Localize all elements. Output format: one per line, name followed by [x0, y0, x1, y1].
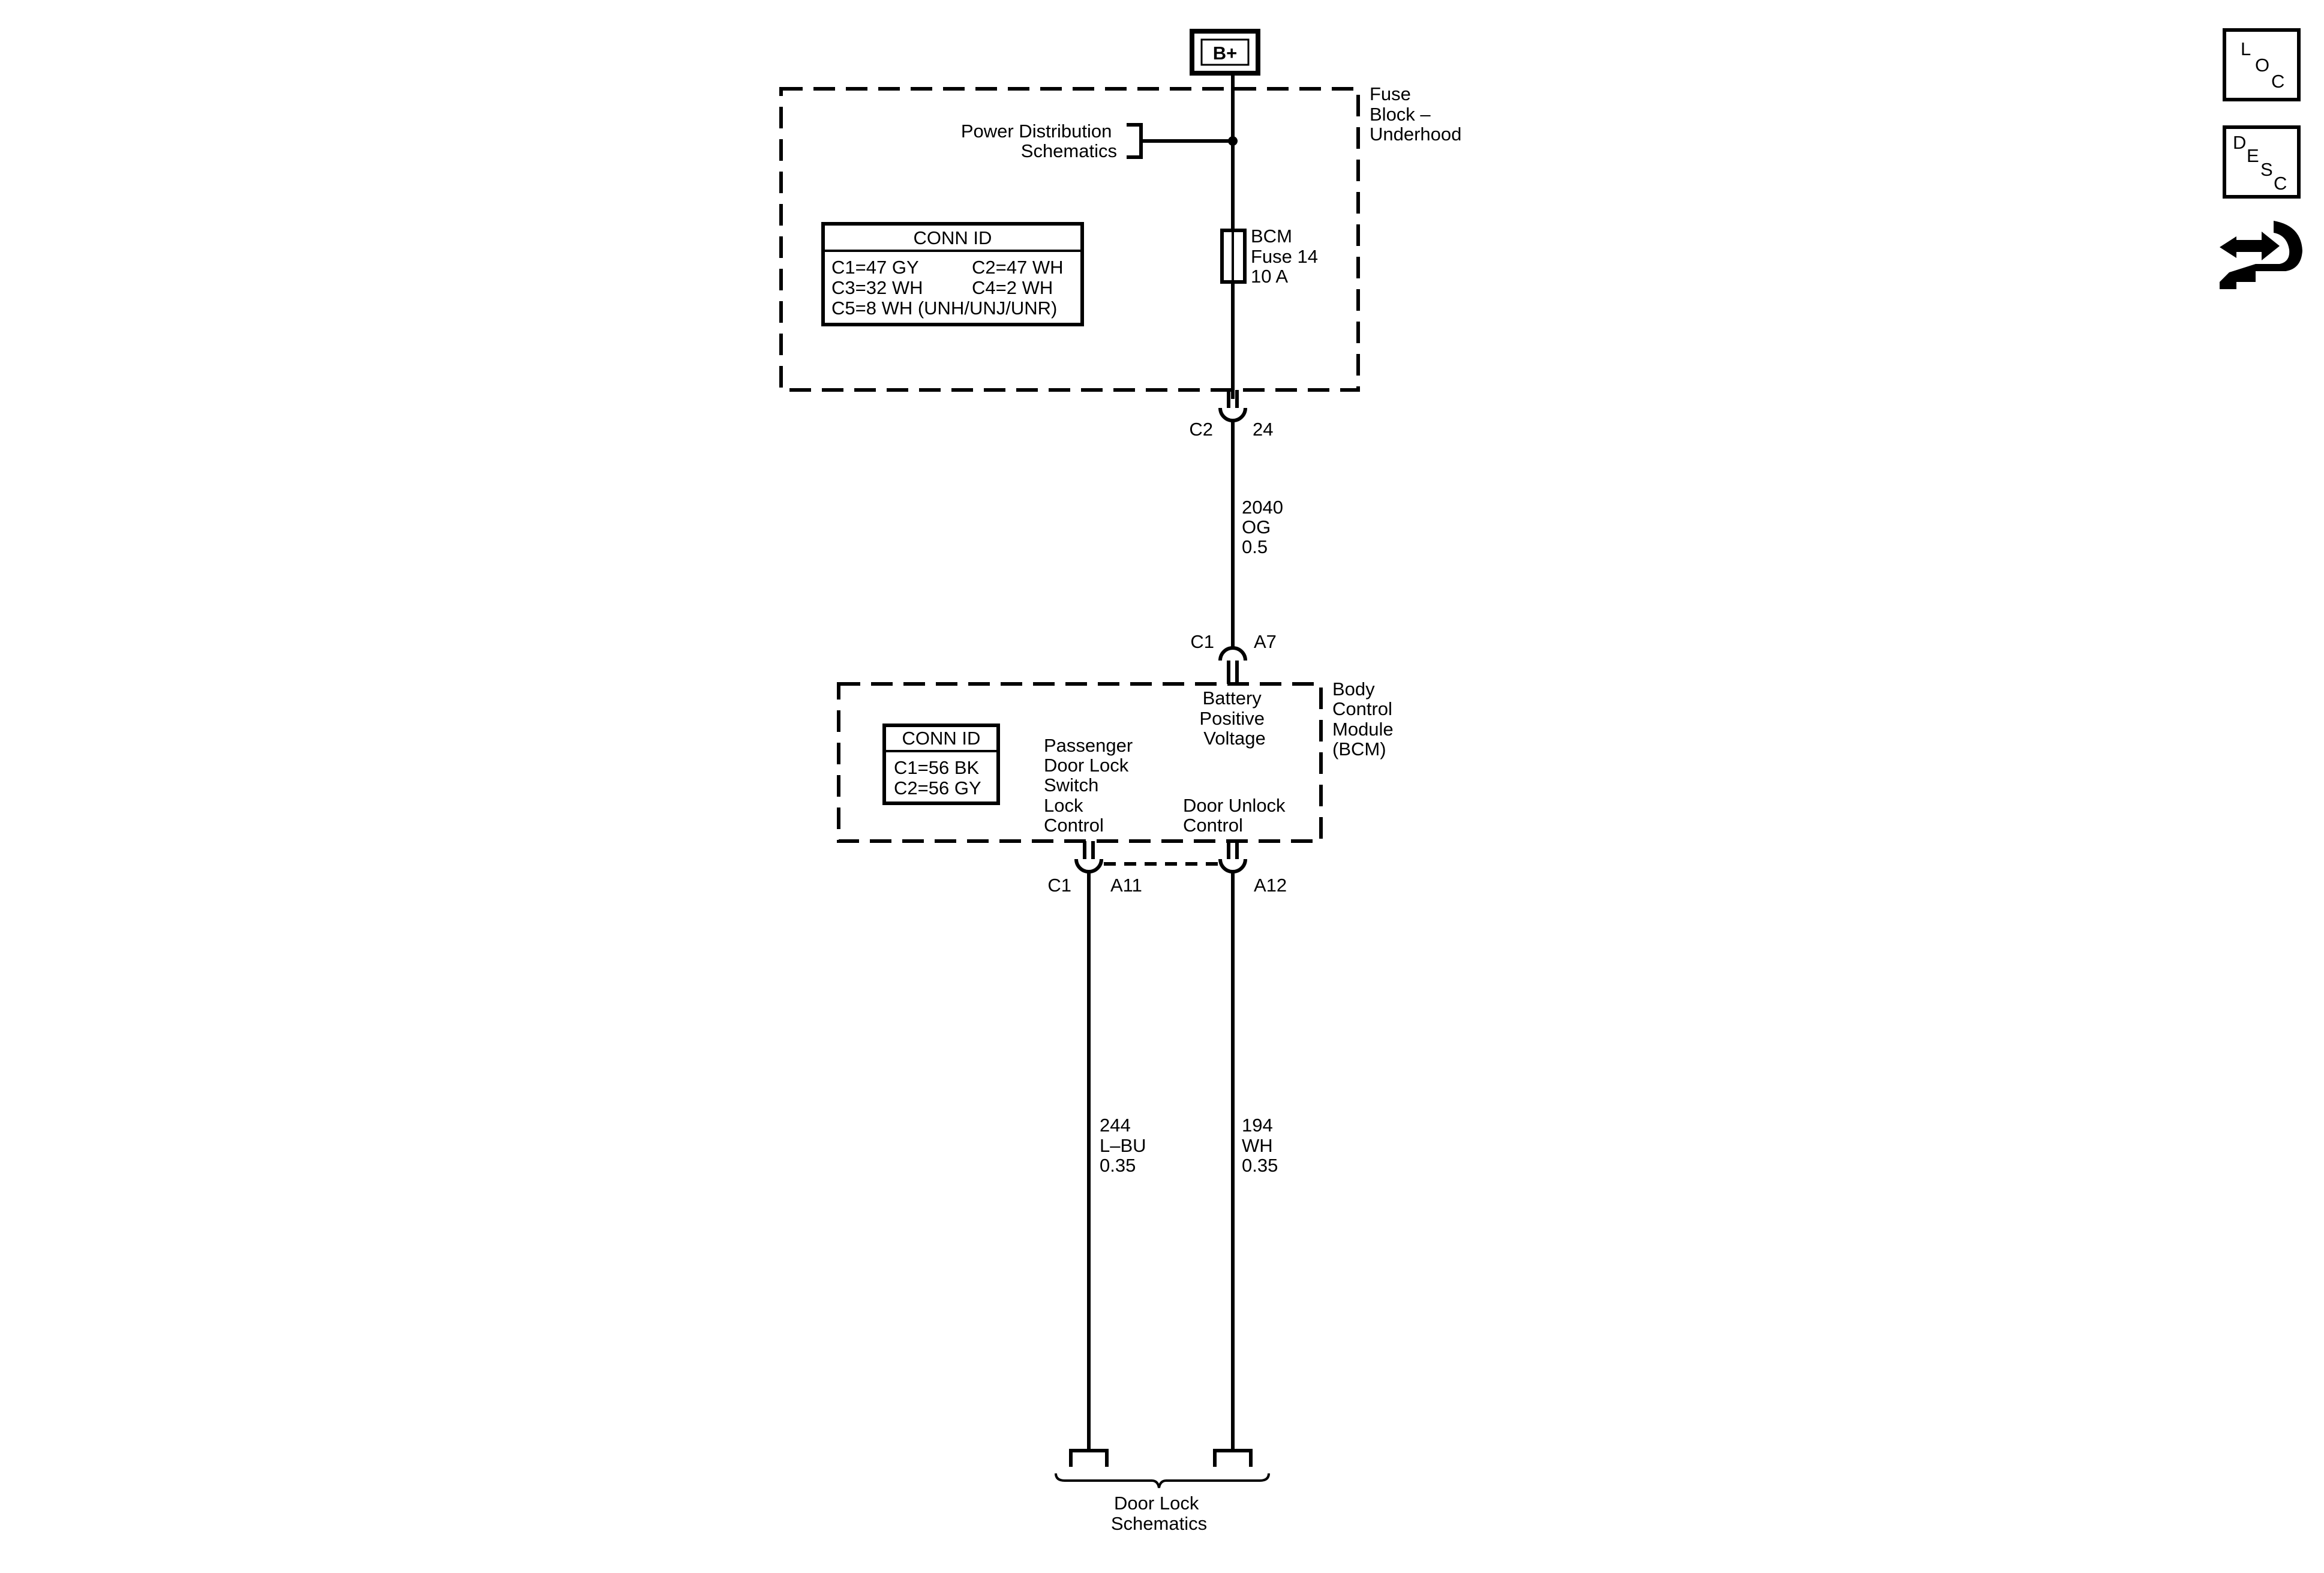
svg-text:24: 24 — [1253, 419, 1273, 440]
svg-text:C: C — [2274, 173, 2287, 194]
svg-text:C1: C1 — [1190, 631, 1214, 652]
svg-text:A12: A12 — [1254, 875, 1287, 896]
terminal-left — [1069, 1449, 1109, 1467]
bcm-outline — [837, 682, 1323, 843]
svg-text:C3=32 WH: C3=32 WH — [831, 277, 923, 298]
svg-text:A11: A11 — [1110, 875, 1142, 896]
connector-c2-24: C2 24 — [1189, 390, 1273, 648]
door-unlock-control-label: Door Unlock Control — [1183, 795, 1290, 836]
wire-244-label: 244 L–BU 0.35 — [1100, 1115, 1151, 1176]
bcm-fuse-14: BCM Fuse 14 10 A — [1220, 226, 1323, 287]
wire-194-label: 194 WH 0.35 — [1242, 1115, 1278, 1176]
connector-c1-a11-a12: C1 A11 A12 — [1047, 841, 1287, 896]
svg-text:CONN ID: CONN ID — [902, 728, 981, 749]
svg-text:C4=2 WH: C4=2 WH — [972, 277, 1053, 298]
svg-text:C2=47 WH: C2=47 WH — [972, 257, 1063, 278]
svg-text:Door Lock Schematics: Door Lock Schematics — [1111, 1493, 1207, 1534]
svg-text:O: O — [2255, 55, 2269, 76]
svg-text:C: C — [2271, 71, 2284, 92]
wire-2040-label: 2040 OG 0.5 — [1242, 497, 1289, 557]
b-plus-label: B+ — [1213, 43, 1238, 64]
svg-text:BCM Fuse 14 10 A: BCM Fuse 14 10 A — [1251, 226, 1323, 287]
bcm-label: Body Control Module (BCM) — [1332, 679, 1398, 760]
fuse-block-outline — [779, 87, 1360, 392]
passenger-door-lock-label: Passenger Door Lock Switch Lock Control — [1044, 735, 1138, 836]
svg-text:CONN ID: CONN ID — [914, 227, 992, 248]
svg-text:S: S — [2260, 159, 2273, 180]
bcm-conn-id-table: CONN ID C1=56 BK C2=56 GY — [882, 724, 1000, 805]
svg-text:Power Distribution Schem: Power Distribution Schematics — [961, 121, 1117, 161]
terminal-right — [1213, 1449, 1253, 1467]
connector-c1-a7: C1 A7 — [1190, 631, 1277, 684]
svg-text:C2=56 GY: C2=56 GY — [894, 778, 981, 798]
component-locator-icon[interactable] — [2220, 221, 2302, 289]
svg-text:C1=47 GY: C1=47 GY — [831, 257, 919, 278]
loc-icon[interactable]: L O C — [2223, 28, 2301, 101]
svg-text:L: L — [2241, 38, 2251, 59]
power-distribution-ref[interactable]: Power Distribution Schematics — [961, 121, 1238, 161]
fuse-block-label: Fuse Block – Underhood — [1370, 83, 1461, 145]
desc-icon[interactable]: D E S C — [2223, 125, 2301, 199]
svg-text:C1: C1 — [1047, 875, 1071, 896]
b-plus-source: B+ — [1190, 29, 1260, 76]
svg-text:C5=8 WH (UNH/UNJ/UNR): C5=8 WH (UNH/UNJ/UNR) — [831, 298, 1057, 319]
svg-text:C1=56 BK: C1=56 BK — [894, 757, 980, 778]
door-lock-schematics-ref[interactable]: Door Lock Schematics — [1055, 1473, 1270, 1534]
svg-text:C2: C2 — [1189, 419, 1213, 440]
fuse-block-conn-id-table: CONN ID C1=47 GY C2=47 WH C3=32 WH C4=2 … — [821, 222, 1084, 326]
battery-positive-voltage-label: Battery Positive Voltage — [1199, 688, 1269, 749]
svg-text:A7: A7 — [1254, 631, 1277, 652]
svg-text:E: E — [2247, 145, 2259, 166]
svg-text:D: D — [2233, 132, 2246, 153]
